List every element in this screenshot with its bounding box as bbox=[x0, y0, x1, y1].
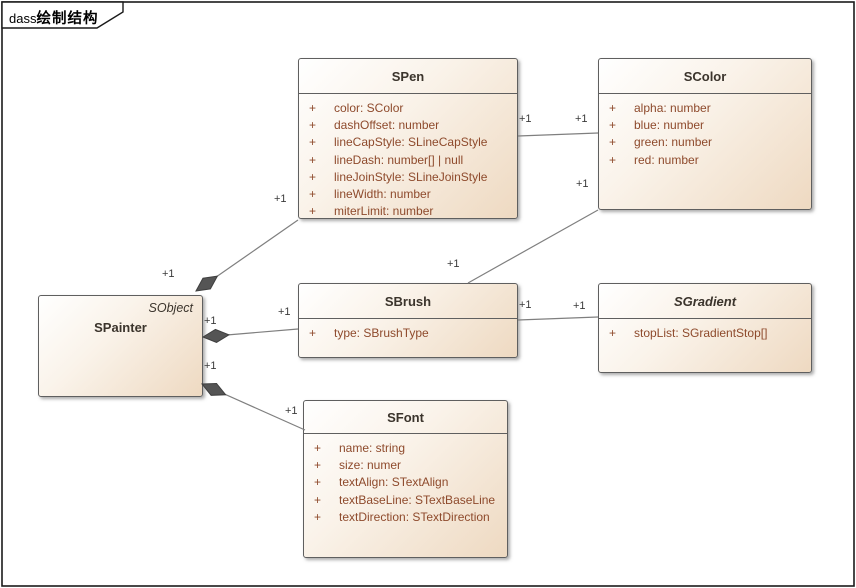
multiplicity-label: +1 bbox=[204, 315, 217, 327]
visibility-marker: + bbox=[609, 325, 617, 340]
class-scolor-attributes: + alpha: number + blue: number + green: num… bbox=[599, 94, 811, 168]
visibility-marker: + bbox=[309, 117, 317, 132]
class-sfont-title: SFont bbox=[304, 401, 507, 434]
attribute-text: lineCapStyle: SLineCapStyle bbox=[334, 135, 488, 150]
class-spainter[interactable]: SObject SPainter bbox=[38, 295, 203, 397]
attribute-row[interactable]: + lineDash: number[] | null bbox=[299, 151, 517, 168]
attribute-row[interactable]: + alpha: number bbox=[599, 99, 811, 116]
attribute-text: red: number bbox=[634, 152, 699, 167]
visibility-marker: + bbox=[314, 492, 322, 507]
attribute-text: lineJoinStyle: SLineJoinStyle bbox=[334, 169, 488, 184]
frame-title-tab bbox=[1, 1, 124, 29]
class-sfont-attributes: + name: string + size: numer + textAlign: S… bbox=[304, 434, 507, 525]
visibility-marker: + bbox=[609, 135, 617, 150]
visibility-marker: + bbox=[309, 152, 317, 167]
multiplicity-label: +1 bbox=[204, 360, 217, 372]
attribute-text: dashOffset: number bbox=[334, 117, 440, 132]
composition-diamond-sbrush[interactable] bbox=[201, 328, 231, 343]
frame-title: dass绘制结构 bbox=[9, 7, 98, 28]
class-sgradient-attributes: + stopList: SGradientStop[] bbox=[599, 319, 811, 341]
visibility-marker: + bbox=[309, 135, 317, 150]
attribute-text: type: SBrushType bbox=[334, 325, 429, 340]
visibility-marker: + bbox=[309, 100, 317, 115]
association-line-sbrush-scolor[interactable] bbox=[467, 209, 599, 284]
attribute-text: lineWidth: number bbox=[334, 187, 431, 202]
visibility-marker: + bbox=[314, 440, 322, 455]
attribute-text: stopList: SGradientStop[] bbox=[634, 325, 768, 340]
attribute-row[interactable]: + lineWidth: number bbox=[299, 185, 517, 202]
class-scolor-title: SColor bbox=[599, 59, 811, 94]
visibility-marker: + bbox=[309, 169, 317, 184]
attribute-row[interactable]: + blue: number bbox=[599, 116, 811, 133]
visibility-marker: + bbox=[609, 100, 617, 115]
multiplicity-label: +1 bbox=[576, 178, 589, 190]
composition-diamond-spen[interactable] bbox=[192, 271, 221, 297]
attribute-text: green: number bbox=[634, 135, 713, 150]
visibility-marker: + bbox=[609, 117, 617, 132]
attribute-row[interactable]: + lineCapStyle: SLineCapStyle bbox=[299, 134, 517, 151]
attribute-row[interactable]: + green: number bbox=[599, 134, 811, 151]
multiplicity-label: +1 bbox=[519, 113, 532, 125]
frame-title-prefix: dass bbox=[9, 11, 37, 26]
class-sgradient-title: SGradient bbox=[599, 284, 811, 319]
multiplicity-label: +1 bbox=[447, 258, 460, 270]
attribute-text: miterLimit: number bbox=[334, 204, 434, 219]
multiplicity-label: +1 bbox=[573, 300, 586, 312]
class-spen-title: SPen bbox=[299, 59, 517, 94]
class-spen[interactable]: SPen + color: SColor + dashOffset: number … bbox=[298, 58, 518, 219]
association-line-spen-scolor[interactable] bbox=[517, 132, 599, 137]
class-spen-attributes: + color: SColor + dashOffset: number + line… bbox=[299, 94, 517, 220]
attribute-text: textAlign: STextAlign bbox=[339, 475, 449, 490]
attribute-row[interactable]: + type: SBrushType bbox=[299, 324, 517, 341]
attribute-row[interactable]: + red: number bbox=[599, 151, 811, 168]
visibility-marker: + bbox=[309, 187, 317, 202]
visibility-marker: + bbox=[314, 509, 322, 524]
multiplicity-label: +1 bbox=[278, 306, 291, 318]
attribute-row[interactable]: + dashOffset: number bbox=[299, 116, 517, 133]
class-sfont[interactable]: SFont + name: string + size: numer + textAl… bbox=[303, 400, 508, 558]
multiplicity-label: +1 bbox=[285, 405, 298, 417]
attribute-row[interactable]: + textBaseLine: STextBaseLine bbox=[304, 491, 507, 508]
visibility-marker: + bbox=[314, 457, 322, 472]
composition-diamond-sfont[interactable] bbox=[199, 378, 228, 401]
attribute-text: color: SColor bbox=[334, 100, 404, 115]
attribute-text: name: string bbox=[339, 440, 406, 455]
multiplicity-label: +1 bbox=[519, 299, 532, 311]
attribute-row[interactable]: + color: SColor bbox=[299, 99, 517, 116]
attribute-row[interactable]: + stopList: SGradientStop[] bbox=[599, 324, 811, 341]
multiplicity-label: +1 bbox=[162, 268, 175, 280]
attribute-text: textDirection: STextDirection bbox=[339, 509, 490, 524]
class-sgradient[interactable]: SGradient + stopList: SGradientStop[] bbox=[598, 283, 812, 373]
class-sbrush-attributes: + type: SBrushType bbox=[299, 319, 517, 341]
attribute-text: lineDash: number[] | null bbox=[334, 152, 464, 167]
attribute-row[interactable]: + miterLimit: number bbox=[299, 203, 517, 220]
multiplicity-label: +1 bbox=[575, 113, 588, 125]
attribute-row[interactable]: + textDirection: STextDirection bbox=[304, 508, 507, 525]
frame-title-cjk: 绘制结构 bbox=[36, 11, 99, 27]
attribute-row[interactable]: + size: numer bbox=[304, 456, 507, 473]
multiplicity-label: +1 bbox=[274, 193, 287, 205]
class-scolor[interactable]: SColor + alpha: number + blue: number + gre… bbox=[598, 58, 812, 210]
visibility-marker: + bbox=[309, 204, 317, 219]
class-sbrush[interactable]: SBrush + type: SBrushType bbox=[298, 283, 518, 358]
attribute-row[interactable]: + lineJoinStyle: SLineJoinStyle bbox=[299, 168, 517, 185]
class-sbrush-title: SBrush bbox=[299, 284, 517, 319]
attribute-row[interactable]: + textAlign: STextAlign bbox=[304, 474, 507, 491]
visibility-marker: + bbox=[609, 152, 617, 167]
class-spainter-stereotype: SObject bbox=[148, 301, 193, 315]
class-spainter-title: SPainter bbox=[94, 320, 147, 335]
association-line-sbrush-sgradient[interactable] bbox=[517, 316, 599, 321]
visibility-marker: + bbox=[314, 475, 322, 490]
visibility-marker: + bbox=[309, 325, 317, 340]
attribute-text: blue: number bbox=[634, 117, 705, 132]
attribute-text: size: numer bbox=[339, 457, 402, 472]
attribute-row[interactable]: + name: string bbox=[304, 439, 507, 456]
attribute-text: textBaseLine: STextBaseLine bbox=[339, 492, 496, 507]
attribute-text: alpha: number bbox=[634, 100, 711, 115]
